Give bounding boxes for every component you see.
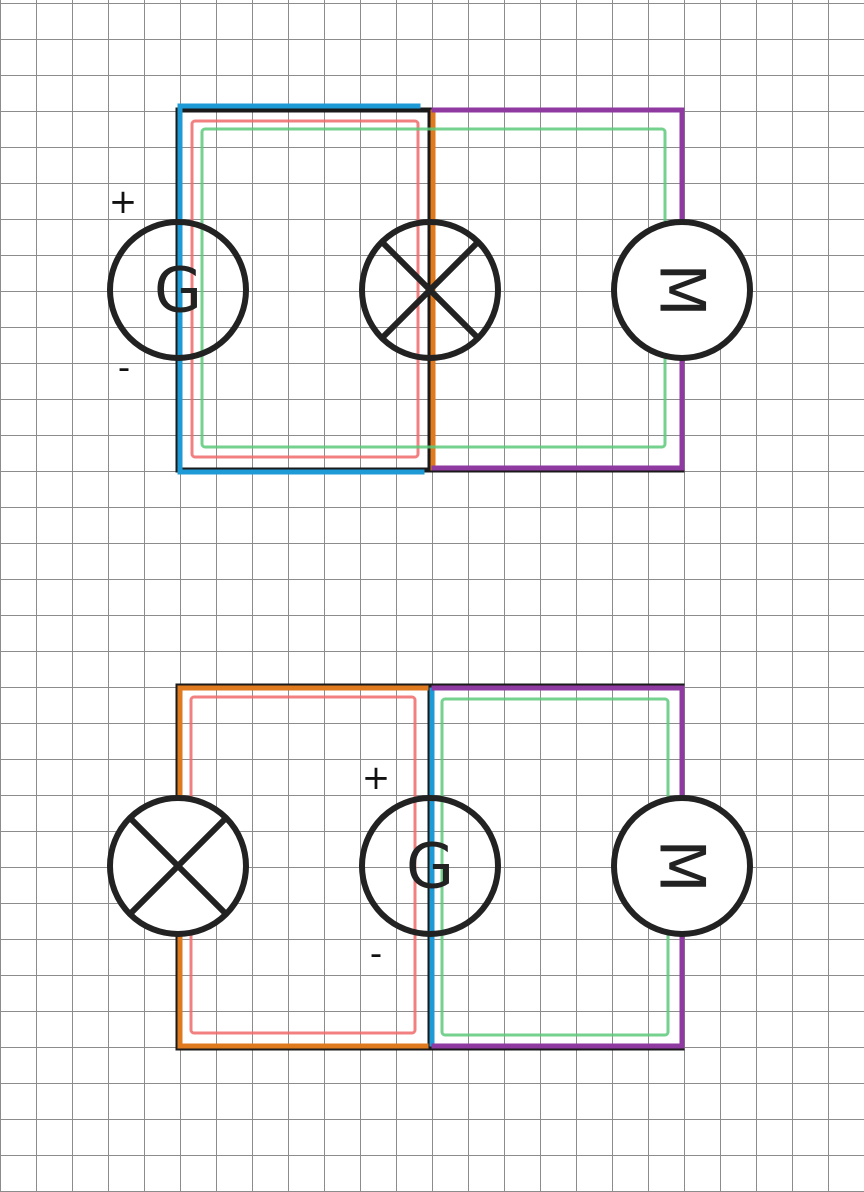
bottom-generator: G <box>359 795 501 937</box>
bottom-circuit: G + - M <box>107 683 753 1051</box>
bottom-generator-circle <box>359 795 501 937</box>
top-generator: G <box>107 219 249 361</box>
top-motor-circle <box>611 219 753 361</box>
top-lamp-cross-b <box>379 239 481 341</box>
top-lamp-current-loop <box>190 119 420 459</box>
bottom-lamp-circle <box>107 795 249 937</box>
bottom-lamp <box>107 795 249 937</box>
bottom-generator-label: G <box>406 830 454 903</box>
bottom-motor: M <box>611 795 753 937</box>
bottom-motor-circle <box>611 795 753 937</box>
bottom-lamp-cross-b <box>127 815 229 917</box>
top-minus-sign: - <box>118 348 130 388</box>
top-lamp-circle <box>359 219 501 361</box>
top-motor-bg <box>614 222 750 358</box>
bottom-plus-sign: + <box>362 758 391 798</box>
top-generator-circle <box>107 219 249 361</box>
top-lamp <box>359 219 501 361</box>
top-plus-sign: + <box>109 182 138 222</box>
top-circuit: G + - M <box>107 103 753 475</box>
top-motor: M <box>611 219 753 361</box>
bottom-minus-sign: - <box>370 934 382 974</box>
top-motor-label: M <box>646 263 719 317</box>
bottom-motor-label: M <box>646 839 719 893</box>
top-generator-label: G <box>154 254 202 327</box>
top-generator-wire <box>177 103 425 475</box>
bottom-motor-bg <box>614 798 750 934</box>
